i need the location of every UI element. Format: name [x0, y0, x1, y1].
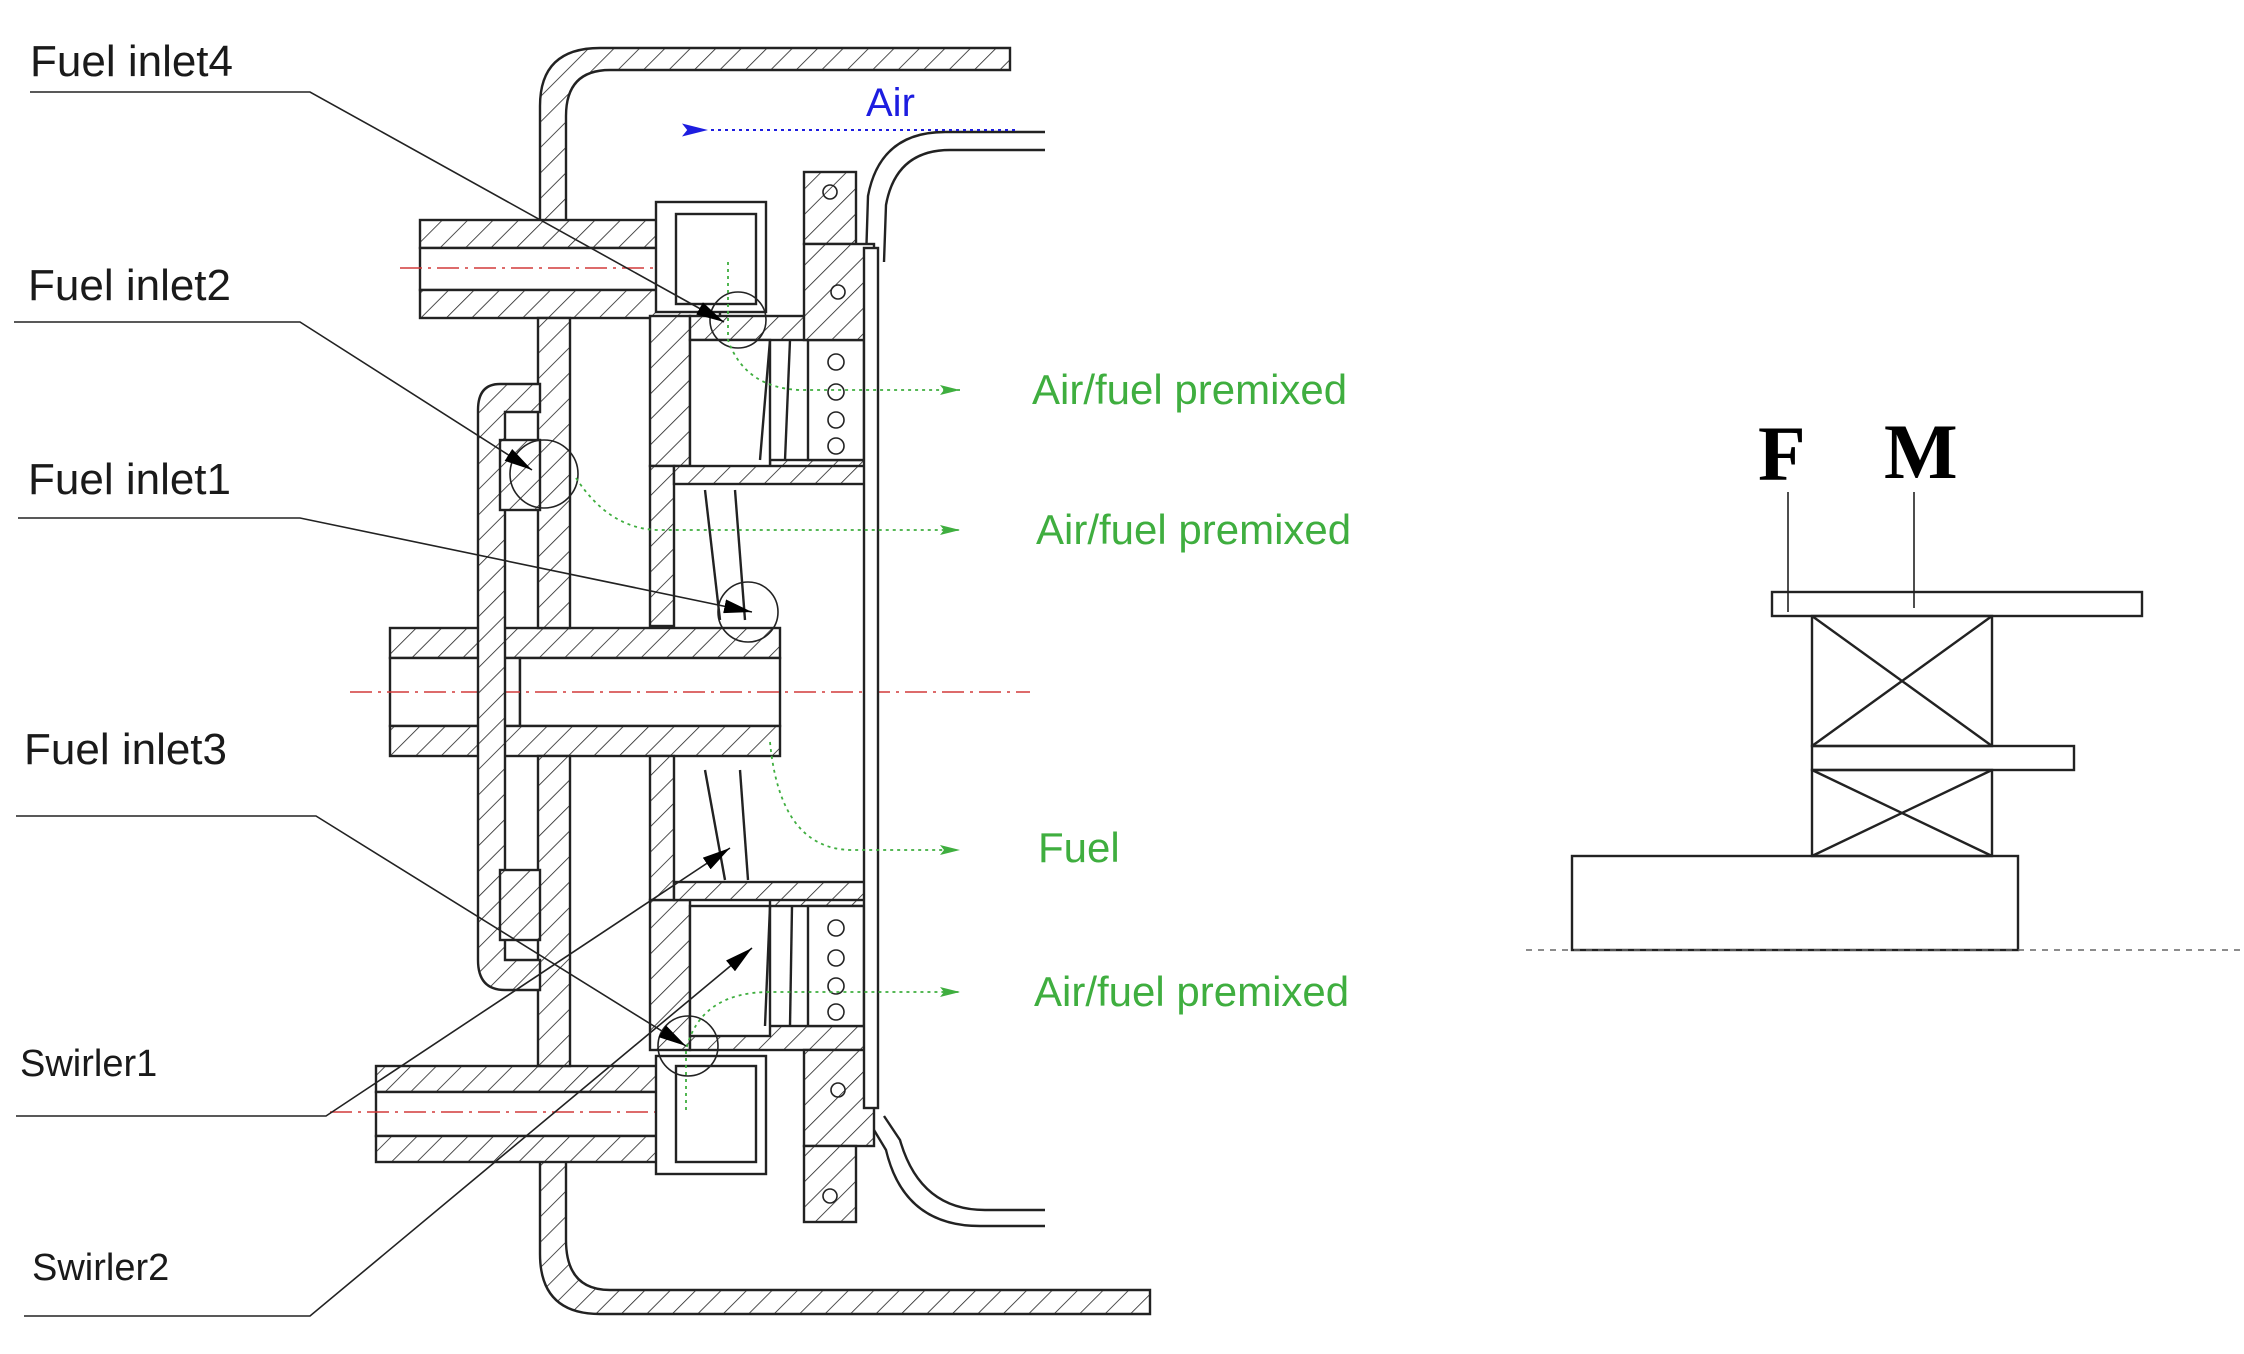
fuel-tube-bottom — [374, 1064, 698, 1094]
flow-path-4 — [685, 987, 960, 1110]
label-swirler2: Swirler2 — [32, 1247, 169, 1289]
flow-premixed-2: Air/fuel premixed — [1036, 506, 1351, 553]
flow-path-1 — [727, 262, 960, 395]
label-fuel-inlet2: Fuel inlet2 — [28, 261, 231, 310]
casing-top — [538, 46, 1152, 1316]
flow-path-2 — [575, 477, 960, 535]
liner-top — [864, 130, 1045, 261]
flow-path-3 — [769, 741, 960, 855]
letter-m: M — [1884, 408, 1958, 495]
swirler-housing-top — [648, 314, 692, 468]
fm-schematic: F M — [1526, 408, 2240, 952]
main-flange — [536, 316, 572, 630]
base-block — [1570, 854, 2020, 952]
flow-premixed-1: Air/fuel premixed — [1032, 366, 1347, 413]
fuel-inlet3-detail — [657, 1015, 719, 1077]
liner-bottom — [866, 1119, 1045, 1228]
flow-premixed-3: Air/fuel premixed — [1034, 968, 1349, 1015]
liner-flange-bottom — [802, 1048, 876, 1148]
dome-wall — [862, 246, 880, 1110]
label-fuel-inlet3: Fuel inlet3 — [24, 725, 227, 774]
label-swirler1: Swirler1 — [20, 1043, 157, 1085]
label-fuel-inlet4: Fuel inlet4 — [30, 37, 233, 86]
combustor-section: Fuel inlet4 Fuel inlet2 Fuel inlet1 Fuel… — [14, 37, 1351, 1317]
letter-f: F — [1758, 410, 1806, 497]
fuel-tube-center — [388, 626, 782, 660]
plate-middle — [1810, 744, 2076, 772]
plate-top — [1770, 590, 2144, 618]
swirler1-vanes — [703, 339, 794, 1027]
liner-flange-top — [802, 170, 858, 246]
flow-fuel: Fuel — [1038, 824, 1120, 871]
leader-lines — [14, 91, 753, 1317]
flow-air: Air — [866, 81, 915, 125]
fuel-inlet1-detail — [717, 581, 779, 643]
label-fuel-inlet1: Fuel inlet1 — [28, 455, 231, 504]
fuel-inlet2-detail — [509, 439, 579, 509]
bypass-housing — [476, 382, 542, 992]
